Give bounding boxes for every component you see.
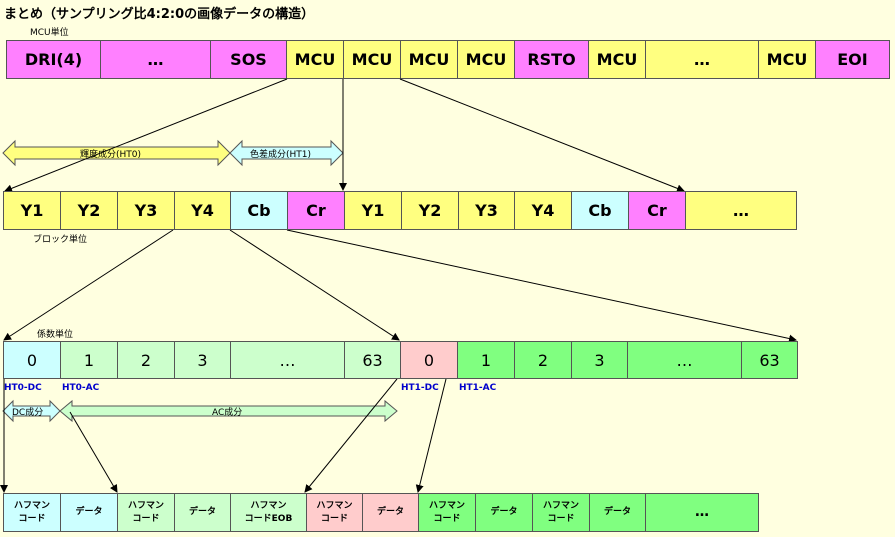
ellipsis-segment: … [100,40,211,79]
page-title: まとめ（サンプリング比4:2:0の画像データの構造） [4,7,315,22]
coef-1: 1 [60,341,118,379]
coef-63: 63 [741,341,798,379]
coef-1: 1 [457,341,515,379]
chroma-label: 色差成分(HT1) [250,150,312,160]
ac-arrow [59,399,398,423]
block-unit-label: ブロック単位 [33,235,88,245]
block-y1: Y1 [344,191,402,230]
mcu-block: MCU [588,40,646,79]
coef-0-dc: 0 [400,341,458,379]
mcu-block: MCU [758,40,816,79]
coef-ellipsis: … [230,341,345,379]
block-cb: Cb [230,191,288,230]
ellipsis-segment: … [645,40,759,79]
huffman-code-cell: ハフマンコード [532,493,590,532]
block-cr: Cr [628,191,686,230]
mcu-block: MCU [457,40,515,79]
block-y4: Y4 [174,191,231,230]
ellipsis-block: … [685,191,797,230]
dri-segment: DRI(4) [6,40,101,79]
connector-line [286,229,797,343]
eoi-segment: EOI [815,40,890,79]
block-cb: Cb [571,191,629,230]
connector-line [229,229,400,341]
block-y2: Y2 [401,191,459,230]
block-y3: Y3 [458,191,515,230]
data-cell: データ [362,493,419,532]
coef-63: 63 [344,341,401,379]
huffman-code-cell: ハフマンコード [418,493,476,532]
coef-3: 3 [571,341,628,379]
connector-line [399,78,685,193]
coef-2: 2 [117,341,175,379]
mcu-block: MCU [343,40,401,79]
huffman-code-cell: ハフマンコード [117,493,175,532]
coef-unit-label: 係数単位 [37,330,74,340]
ac-label: AC成分 [212,408,243,418]
ht0-ac-label: HT0-AC [62,383,100,393]
ht0-dc-label: HT0-DC [4,383,42,393]
block-y3: Y3 [117,191,175,230]
mcu-block: MCU [286,40,344,79]
coef-0-dc: 0 [3,341,61,379]
huffman-code-cell: ハフマンコード [306,493,363,532]
ellipsis-cell: … [645,493,759,532]
luma-label: 輝度成分(HT0) [80,150,142,160]
rst-segment: RSTO [514,40,589,79]
coef-2: 2 [514,341,572,379]
connector-line [415,378,447,493]
ht1-ac-label: HT1-AC [459,383,497,393]
coef-ellipsis: … [627,341,742,379]
dc-label: DC成分 [12,408,44,418]
connector-line [4,78,288,193]
data-cell: データ [174,493,231,532]
mcu-block: MCU [400,40,458,79]
block-y4: Y4 [514,191,572,230]
mcu-unit-label: MCU単位 [30,28,69,38]
block-y2: Y2 [60,191,118,230]
huffman-eob-cell: ハフマンコードEOB [230,493,307,532]
block-cr: Cr [287,191,345,230]
data-cell: データ [589,493,646,532]
connector-line [3,229,174,341]
coef-3: 3 [174,341,231,379]
ht1-dc-label: HT1-DC [401,383,439,393]
block-y1: Y1 [3,191,61,230]
huffman-code-cell: ハフマンコード [3,493,61,532]
connector-line [69,411,118,493]
data-cell: データ [60,493,118,532]
connector-line [304,378,398,493]
data-cell: データ [475,493,533,532]
